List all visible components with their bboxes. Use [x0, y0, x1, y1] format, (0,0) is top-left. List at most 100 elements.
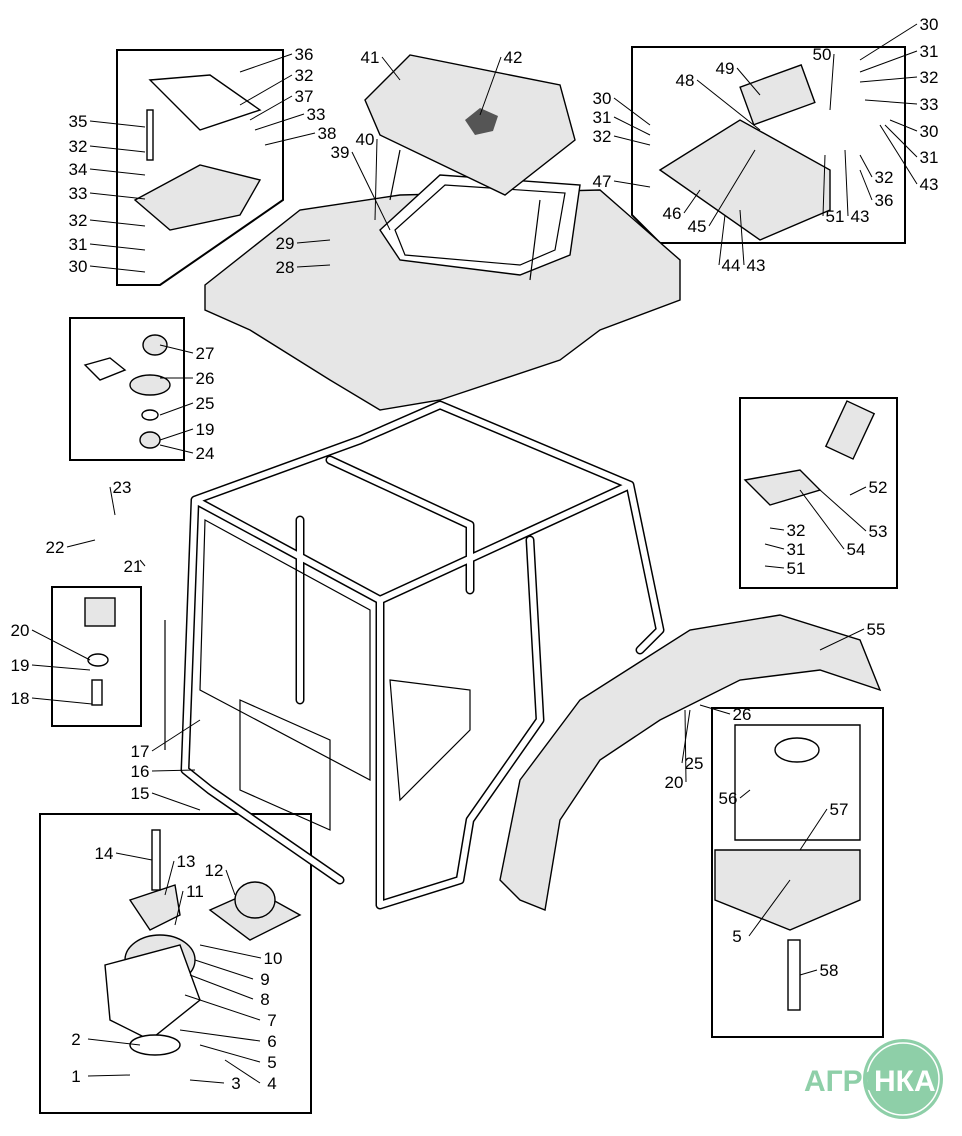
callout-number: 32 — [69, 211, 88, 230]
callout-number: 5 — [732, 927, 741, 946]
leader-line — [829, 53, 835, 111]
callout-number: 41 — [361, 48, 380, 67]
callout-number: 33 — [69, 184, 88, 203]
leader-line — [479, 56, 502, 116]
leader-line — [764, 565, 785, 569]
leader-line — [254, 113, 305, 131]
logo-text-right: НКА — [874, 1065, 936, 1098]
leader-line — [683, 189, 701, 214]
leader-line — [613, 116, 651, 136]
leader-line — [89, 243, 146, 251]
callout-number: 43 — [747, 256, 766, 275]
leader-lines — [31, 23, 918, 1084]
leader-line — [884, 124, 918, 158]
callout-number: 54 — [847, 540, 866, 559]
leader-line — [194, 959, 254, 980]
leader-line — [174, 890, 184, 926]
leader-line — [739, 209, 745, 266]
callout-number: 47 — [593, 172, 612, 191]
callout-number: 30 — [69, 257, 88, 276]
mount-detail-box — [69, 317, 185, 461]
leader-line — [859, 76, 918, 83]
callout-number: 51 — [787, 559, 806, 578]
leader-line — [179, 1029, 261, 1042]
leader-line — [764, 543, 785, 550]
strut-detail-box — [739, 397, 898, 589]
callout-number: 15 — [131, 784, 150, 803]
agronka-logo: АГРО НКА — [804, 1039, 943, 1119]
logo-text-left: АГРО — [804, 1065, 886, 1098]
callout-number: 38 — [318, 124, 337, 143]
callout-number: 52 — [869, 478, 888, 497]
leader-line — [184, 994, 261, 1021]
callout-number: 30 — [920, 122, 939, 141]
leader-line — [31, 629, 91, 661]
callout-number: 27 — [196, 344, 215, 363]
leader-line — [139, 559, 146, 567]
leader-line — [151, 792, 201, 811]
leader-line — [799, 808, 828, 851]
callout-number: 26 — [733, 705, 752, 724]
callout-number: 31 — [593, 108, 612, 127]
callout-number: 7 — [267, 1011, 276, 1030]
leader-line — [849, 486, 867, 496]
callout-number: 40 — [356, 130, 375, 149]
leader-line — [613, 97, 651, 126]
callout-number: 1 — [71, 1067, 80, 1086]
leader-line — [225, 869, 236, 896]
callout-number: 31 — [787, 540, 806, 559]
roof-hinge-detail-box — [116, 49, 284, 286]
callout-number: 3 — [231, 1074, 240, 1093]
callout-number: 43 — [920, 175, 939, 194]
callout-number: 44 — [722, 256, 741, 275]
callout-number: 39 — [331, 143, 350, 162]
callout-number: 23 — [113, 478, 132, 497]
leader-line — [199, 944, 262, 959]
leader-line — [736, 67, 761, 96]
leader-line — [164, 860, 175, 896]
leader-line — [109, 486, 116, 516]
leader-line — [189, 1079, 225, 1084]
leader-line — [718, 214, 726, 266]
fender — [499, 614, 882, 911]
leader-line — [87, 1074, 131, 1077]
callout-number: 11 — [186, 882, 204, 901]
callout-number: 13 — [177, 852, 196, 871]
callout-number: 32 — [295, 66, 314, 85]
callout-number: 9 — [260, 970, 269, 989]
leader-line — [381, 56, 401, 81]
leader-line — [89, 168, 146, 176]
callout-number: 31 — [920, 42, 939, 61]
leader-line — [351, 151, 391, 231]
callout-number: 6 — [267, 1032, 276, 1051]
callout-number: 31 — [69, 235, 88, 254]
callout-number: 30 — [920, 15, 939, 34]
leader-line — [819, 489, 867, 532]
callout-number: 21 — [124, 557, 143, 576]
callout-number: 45 — [688, 217, 707, 236]
leader-line — [189, 974, 254, 1000]
leader-line — [739, 789, 751, 799]
lock-detail-box — [631, 46, 906, 244]
leader-line — [159, 444, 194, 454]
callout-number: 46 — [663, 204, 682, 223]
callout-number: 32 — [69, 137, 88, 156]
leader-line — [159, 344, 194, 354]
callout-number: 14 — [95, 844, 114, 863]
leader-line — [613, 180, 651, 188]
callout-number: 50 — [813, 45, 832, 64]
leader-line — [199, 1044, 261, 1063]
callout-number: 55 — [867, 620, 886, 639]
callout-number: 56 — [719, 789, 738, 808]
callout-number: 30 — [593, 89, 612, 108]
leader-line — [879, 124, 918, 185]
leader-line — [859, 154, 873, 178]
callout-number: 26 — [196, 369, 215, 388]
callout-number: 35 — [69, 112, 88, 131]
leader-line — [115, 852, 153, 861]
callout-number: 22 — [46, 538, 65, 557]
leader-line — [87, 1038, 141, 1046]
leader-line — [819, 628, 865, 651]
